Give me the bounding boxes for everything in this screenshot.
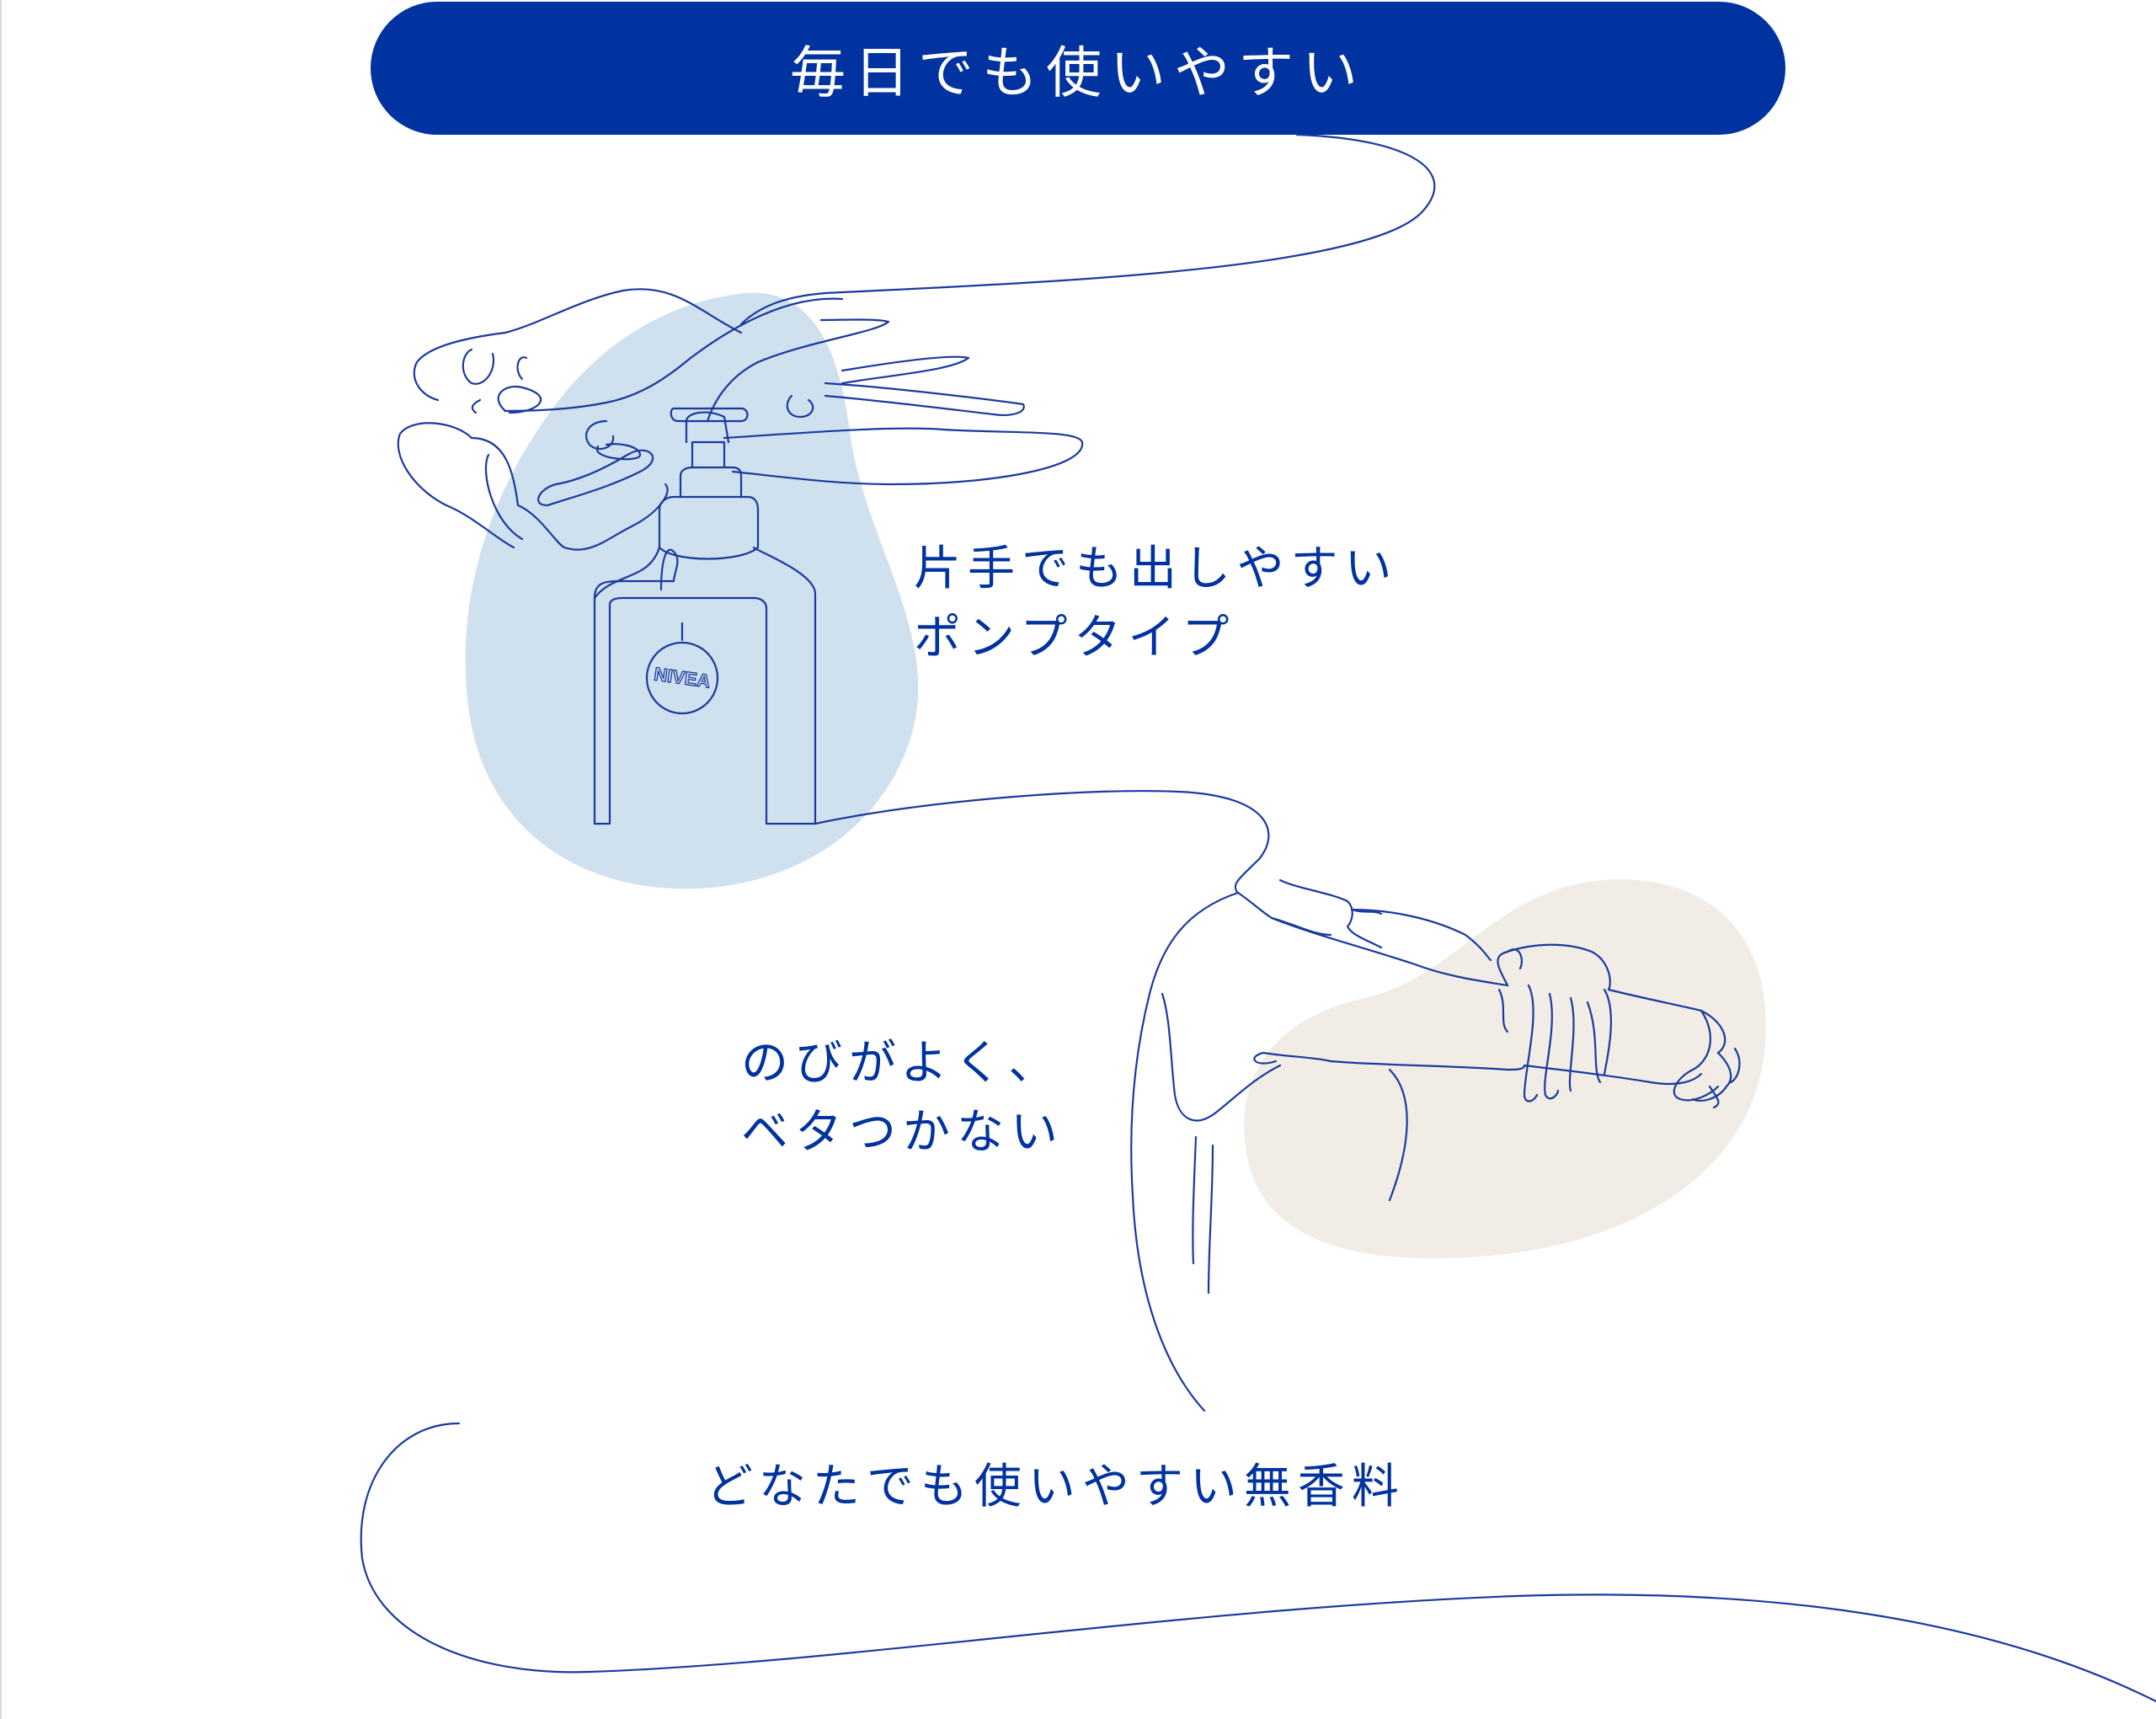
feature-pump-line-1: 片手でも出しやすい (914, 542, 1399, 596)
feature-pump-line-2: ポンプタイプ (914, 611, 1236, 665)
connector-line-bottom (360, 1422, 2156, 1703)
connector-line-middle (814, 789, 1270, 894)
connector-line-top (739, 133, 1436, 326)
blue-blob (465, 292, 919, 889)
feature-pump-caption: 片手でも出しやすい ポンプタイプ (914, 535, 1398, 673)
title-banner: 毎日でも使いやすい (371, 2, 1785, 135)
feature-fragrance-caption: どなたでも使いやすい無香料 (706, 1453, 1406, 1522)
page-title: 毎日でも使いやすい (790, 40, 1366, 105)
left-border (0, 0, 2, 1719)
arm-lotion-icon (1130, 878, 1741, 1412)
feature-texture-caption: のびがよく、 ベタつかない (741, 1029, 1065, 1167)
feature-texture-line-1: のびがよく、 (741, 1036, 1063, 1091)
feature-texture-line-2: ベタつかない (741, 1105, 1065, 1160)
feature-fragrance-line-1: どなたでも使いやすい無香料 (706, 1460, 1406, 1514)
hand-illustration (397, 288, 1084, 551)
